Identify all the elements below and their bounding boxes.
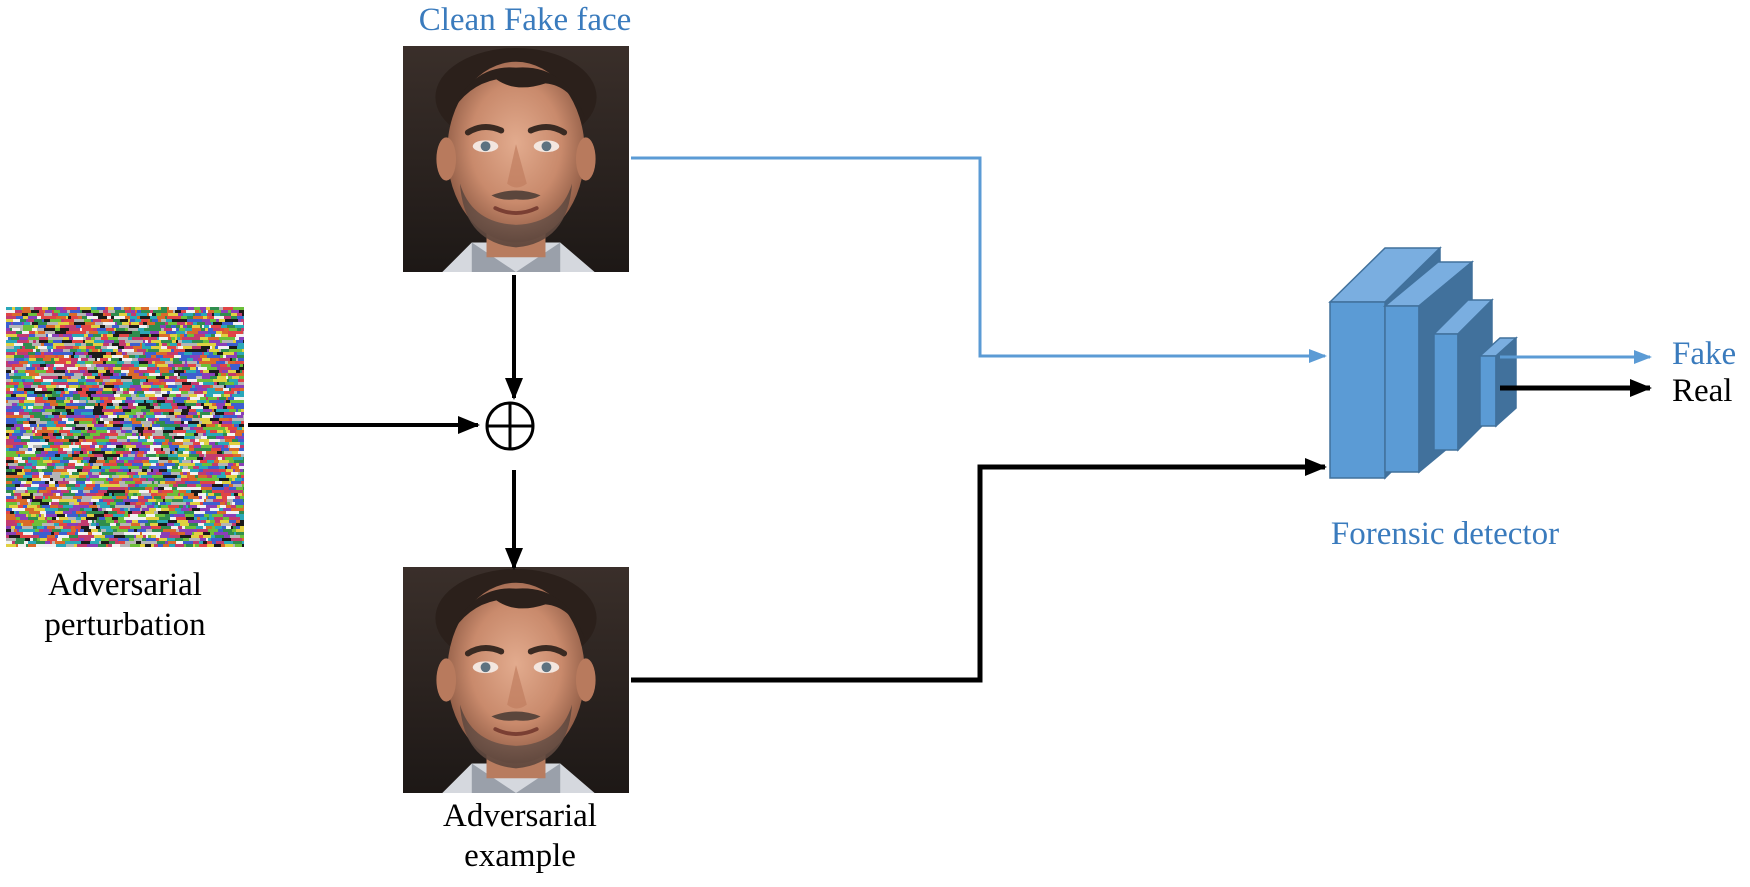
arrow-clean-to-detector (631, 156, 1327, 363)
adversarial-example-label-line2: example (464, 838, 576, 874)
output-fake-label: Fake (1672, 336, 1737, 372)
adversarial-perturbation-label-line2: perturbation (44, 607, 206, 643)
clean-fake-face-label: Clean Fake face (418, 2, 632, 38)
arrow-adv-to-detector (631, 458, 1327, 683)
cnn-layers-icon (1328, 246, 1518, 480)
output-real-label: Real (1672, 373, 1733, 409)
adversarial-perturbation-label: Adversarial perturbation (10, 565, 240, 645)
adversarial-face-image (403, 567, 629, 793)
clean-face-image (403, 46, 629, 272)
adversarial-example-label: Adversarial example (410, 796, 630, 876)
perturbation-image (6, 307, 244, 547)
plus-operator-icon (485, 401, 535, 451)
adversarial-example-label-line1: Adversarial (443, 798, 597, 834)
adversarial-perturbation-label-line1: Adversarial (48, 567, 202, 603)
forensic-detector-label: Forensic detector (1330, 516, 1560, 552)
